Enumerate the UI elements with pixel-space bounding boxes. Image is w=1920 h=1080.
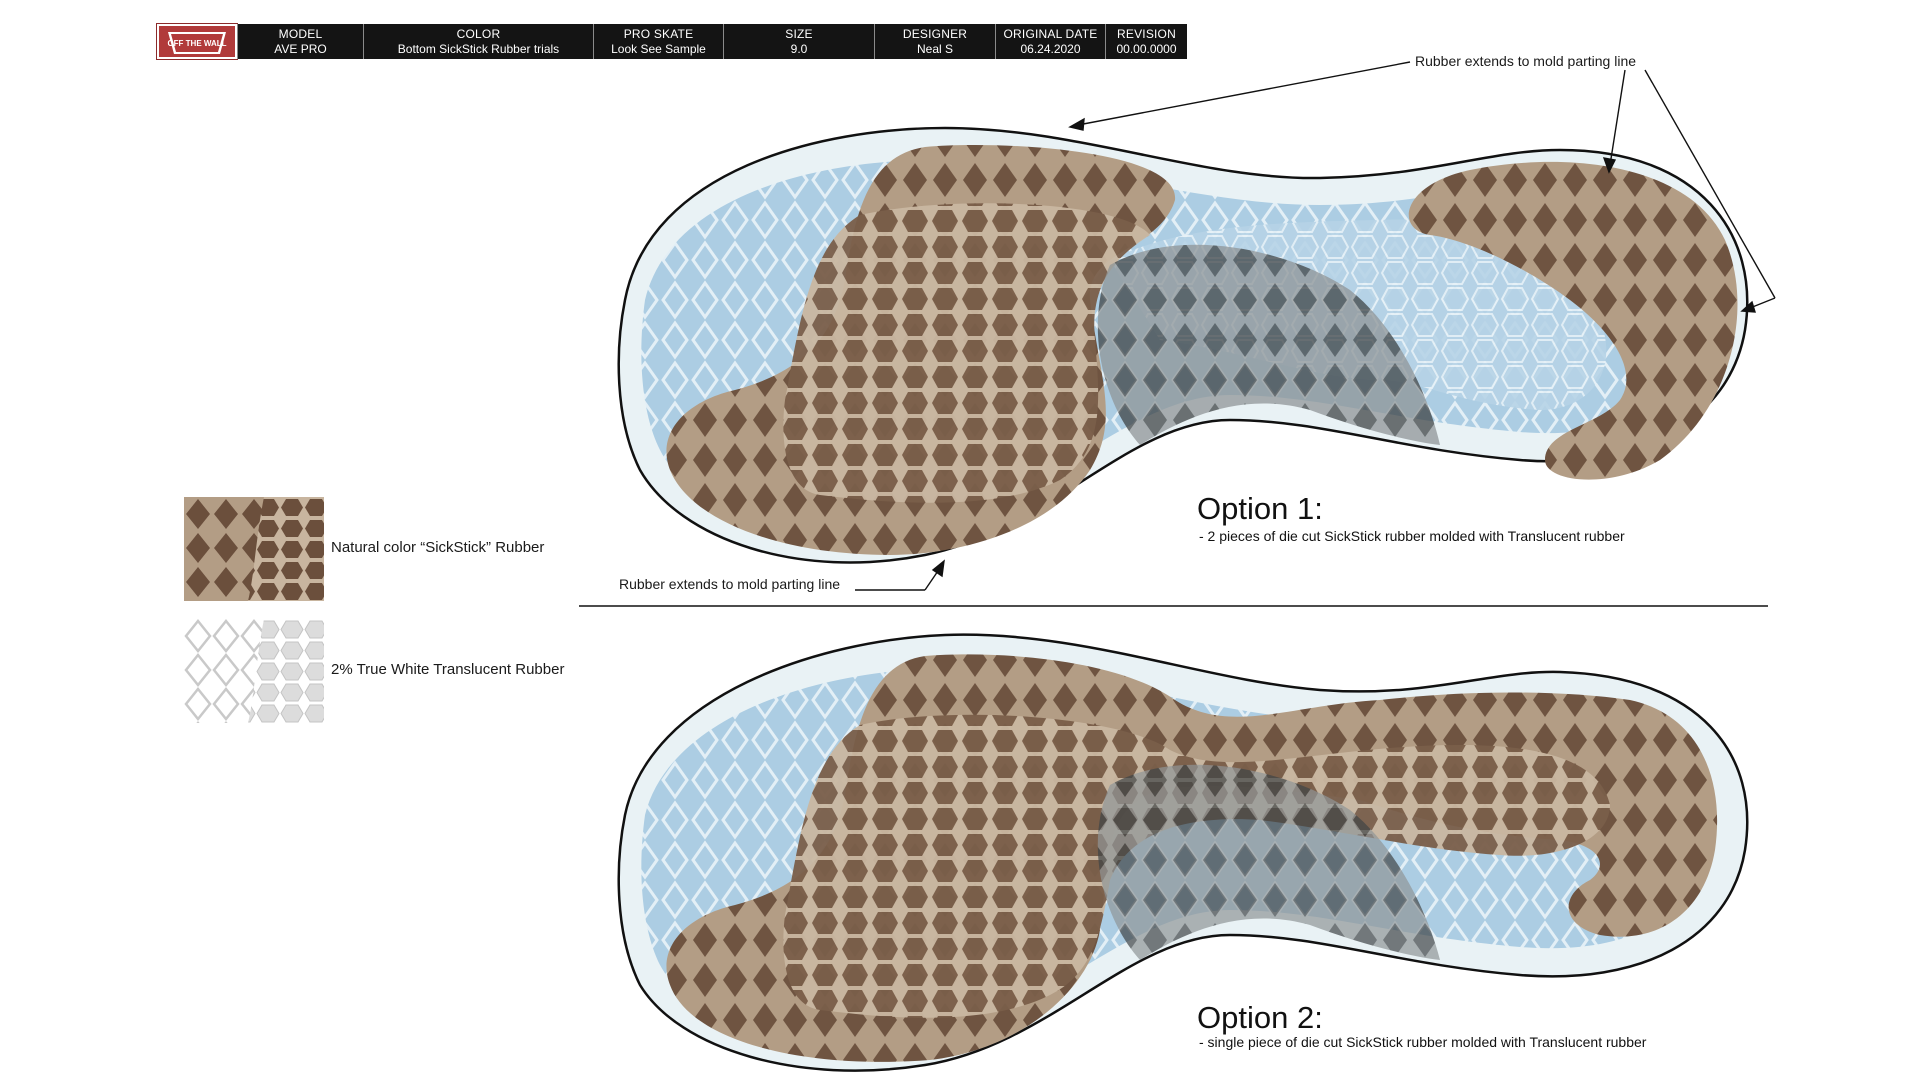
title-cell-value: 00.00.0000 xyxy=(1116,41,1177,56)
vans-logo: OFF THE WALL xyxy=(156,23,238,60)
title-block-table: MODEL AVE PRO COLOR Bottom SickStick Rub… xyxy=(237,24,1187,59)
legend-swatch-natural-rubber xyxy=(184,497,324,601)
title-cell-header: COLOR xyxy=(456,26,501,41)
legend-label-translucent-rubber: 2% True White Translucent Rubber xyxy=(331,661,565,678)
title-cell-header: ORIGINAL DATE xyxy=(1003,26,1098,41)
title-cell-size: SIZE 9.0 xyxy=(723,24,874,59)
title-cell-value: 06.24.2020 xyxy=(1020,41,1081,56)
title-cell-designer: DESIGNER Neal S xyxy=(874,24,995,59)
option-1-title: Option 1: xyxy=(1197,491,1323,526)
title-cell-header: DESIGNER xyxy=(902,26,968,41)
midfoot-shadow-zone xyxy=(1097,764,1440,960)
title-cell-value: 9.0 xyxy=(790,41,808,56)
title-cell-revision: REVISION 00.00.0000 xyxy=(1105,24,1187,59)
title-cell-header: REVISION xyxy=(1117,26,1176,41)
option-1-description: - 2 pieces of die cut SickStick rubber m… xyxy=(1199,528,1625,544)
callout-arrow-bottom xyxy=(855,559,945,591)
title-cell-value: Bottom SickStick Rubber trials xyxy=(397,41,560,56)
vans-logo-mark: OFF THE WALL xyxy=(167,31,227,54)
legend-swatch-translucent-rubber xyxy=(184,619,324,723)
title-cell-value: Look See Sample xyxy=(611,41,706,56)
sickstick-rubber-toe-piece xyxy=(1408,161,1738,480)
outsole-option-1 xyxy=(617,126,1749,564)
title-cell-pro-skate: PRO SKATE Look See Sample xyxy=(593,24,723,59)
title-cell-header: MODEL xyxy=(278,26,323,41)
callout-arrows-top xyxy=(1068,61,1776,313)
title-cell-value: AVE PRO xyxy=(274,41,327,56)
callout-parting-line-top: Rubber extends to mold parting line xyxy=(1415,53,1637,69)
midfoot-shadow-zone xyxy=(1097,244,1440,445)
title-cell-header: SIZE xyxy=(785,26,813,41)
title-cell-header: PRO SKATE xyxy=(623,26,694,41)
outsole-option-2 xyxy=(617,633,1749,1072)
option-2-title: Option 2: xyxy=(1197,1000,1323,1035)
title-cell-value: Neal S xyxy=(916,41,954,56)
title-block: OFF THE WALL MODEL AVE PRO COLOR Bottom … xyxy=(156,23,1187,60)
sickstick-rubber-hex-zone xyxy=(783,714,1610,1018)
title-cell-model: MODEL AVE PRO xyxy=(237,24,363,59)
sickstick-rubber-heel-hex-zone xyxy=(783,203,1150,503)
title-cell-original-date: ORIGINAL DATE 06.24.2020 xyxy=(995,24,1105,59)
callout-parting-line-bottom: Rubber extends to mold parting line xyxy=(619,576,841,592)
option-2-description: - single piece of die cut SickStick rubb… xyxy=(1199,1034,1647,1050)
svg-text:OFF THE WALL: OFF THE WALL xyxy=(167,39,226,48)
title-cell-color: COLOR Bottom SickStick Rubber trials xyxy=(363,24,593,59)
legend-label-natural-rubber: Natural color “SickStick” Rubber xyxy=(331,539,545,556)
